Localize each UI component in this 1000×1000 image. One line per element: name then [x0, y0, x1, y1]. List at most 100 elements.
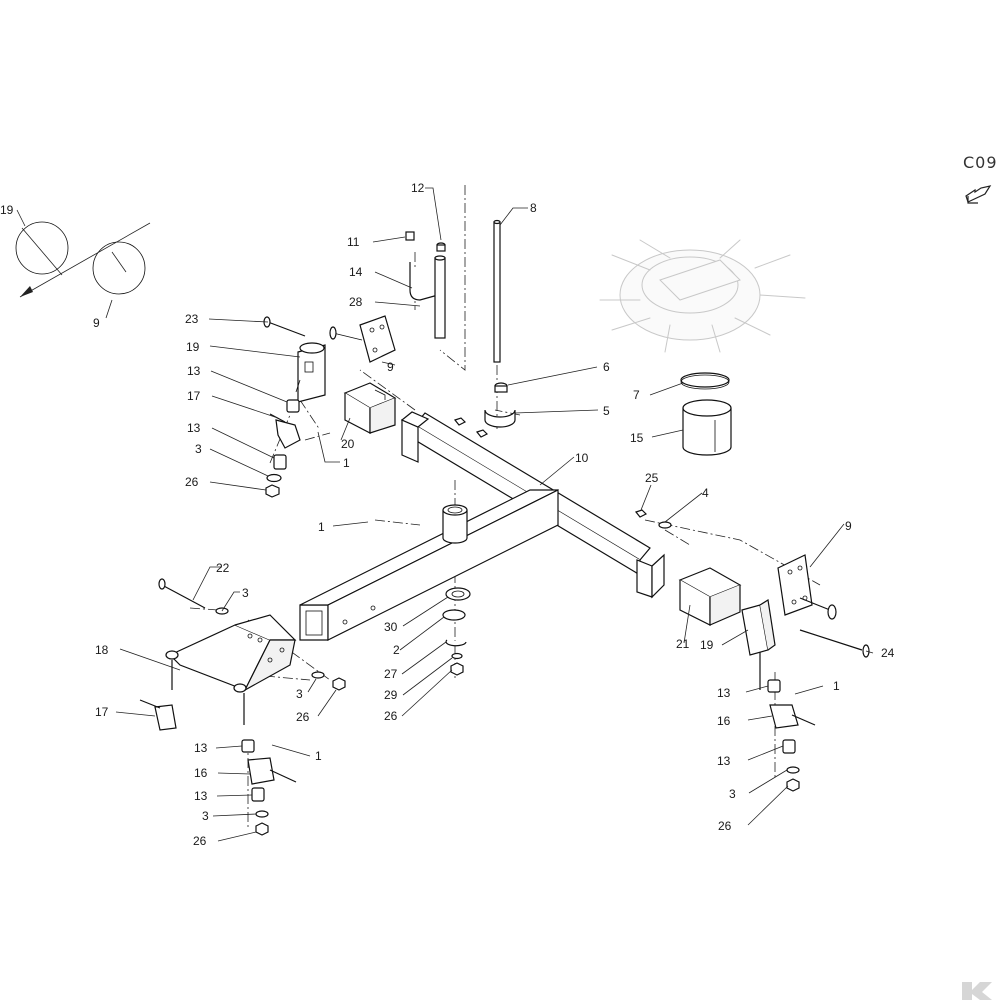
bolt-part-23[interactable] [263, 316, 306, 337]
washer-part-3-upper-left[interactable] [266, 473, 282, 483]
inset-arrow-icon [20, 286, 33, 297]
callout-24: 24 [881, 646, 895, 660]
inset-label-19: 19 [0, 203, 14, 217]
callout-9-upper: 9 [387, 360, 394, 374]
callout-11: 11 [347, 235, 360, 249]
stub-axle-part-17-upper[interactable] [269, 413, 301, 449]
bushing-part-13-right-lower[interactable] [782, 739, 796, 754]
bolt-part-22[interactable] [158, 578, 206, 609]
inset-label-9: 9 [93, 316, 100, 330]
callout-22: 22 [216, 561, 230, 575]
bracket-part-21[interactable] [678, 567, 742, 626]
arrow-icon[interactable] [965, 185, 992, 204]
callout-20: 20 [341, 437, 355, 451]
nut-part-26-beam[interactable] [332, 677, 346, 691]
callout-25: 25 [645, 471, 659, 485]
tube-part-28[interactable] [434, 255, 446, 339]
bearing-part-30[interactable] [445, 587, 471, 601]
main-frame-part-10[interactable] [299, 411, 665, 641]
callout-15: 15 [630, 431, 644, 445]
callout-17-upper: 17 [187, 389, 201, 403]
callout-13-right-a: 13 [717, 686, 731, 700]
callout-3-beam-side: 3 [296, 687, 303, 701]
inset-circle-left [15, 221, 69, 275]
brand-logo [962, 982, 992, 1000]
nut-part-25[interactable] [634, 509, 648, 518]
nut-part-26-lower-left[interactable] [255, 822, 269, 836]
leader-lines [115, 187, 874, 842]
callout-14: 14 [349, 265, 363, 279]
bushing-part-13-lower-left-b[interactable] [251, 787, 265, 802]
callout-13-upper: 13 [187, 364, 201, 378]
washer-part-4[interactable] [658, 521, 672, 529]
callout-13-right-b: 13 [717, 754, 731, 768]
callout-8: 8 [530, 201, 537, 215]
bushing-part-13-upper-left[interactable] [286, 399, 300, 413]
inset-circle-right [92, 241, 146, 295]
washer-part-3-beam-side[interactable] [311, 671, 325, 679]
callout-30: 30 [384, 620, 398, 634]
spindle-bracket-part-19-left[interactable] [295, 342, 326, 403]
callout-1-center: 1 [318, 520, 325, 534]
callout-2: 2 [393, 643, 400, 657]
bushing-part-13-right-upper[interactable] [767, 679, 781, 693]
nut-part-26-center[interactable] [450, 662, 464, 676]
callout-16-left: 16 [194, 766, 208, 780]
bushing-part-13-left-lower[interactable] [273, 454, 287, 470]
cap-part-12[interactable] [436, 242, 446, 252]
lever-part-14[interactable] [409, 262, 439, 301]
nut-part-26-right[interactable] [786, 778, 800, 792]
callout-10: 10 [575, 451, 589, 465]
callout-labels: 19 9 12 8 11 14 28 23 19 13 17 13 3 26 9… [0, 181, 895, 848]
callout-5: 5 [603, 404, 610, 418]
callout-3-right: 3 [729, 787, 736, 801]
bolt-part-24[interactable] [799, 629, 870, 658]
axle-beam-part-18[interactable] [165, 614, 297, 725]
stub-axle-part-17-lower[interactable] [139, 699, 177, 731]
callout-26-right: 26 [718, 819, 732, 833]
stub-axle-part-16-right[interactable] [769, 704, 816, 729]
callout-26-lower: 26 [193, 834, 207, 848]
callout-18: 18 [95, 643, 109, 657]
sleeve-part-15[interactable] [682, 399, 732, 456]
washer-part-3-right[interactable] [786, 766, 800, 774]
cap-part-11[interactable] [405, 231, 415, 241]
bracket-part-20[interactable] [343, 382, 397, 434]
bushing-part-13-lower-left-a[interactable] [241, 739, 255, 753]
mounting-plate-part-9-right[interactable] [777, 554, 837, 620]
mounting-plate-part-9-left[interactable] [329, 315, 396, 363]
rod-part-8[interactable] [493, 219, 501, 363]
nut-part-6[interactable] [494, 382, 508, 393]
nuts-near-frame [453, 417, 489, 438]
callout-26-beam: 26 [296, 710, 310, 724]
callout-19-upper: 19 [186, 340, 200, 354]
callout-3-beam-top: 3 [242, 586, 249, 600]
callout-1-lower: 1 [315, 749, 322, 763]
callout-13-lower-b: 13 [194, 789, 208, 803]
callout-28: 28 [349, 295, 363, 309]
callout-4: 4 [702, 486, 709, 500]
callout-13-lower-a: 13 [194, 741, 208, 755]
clamp-part-5[interactable] [484, 409, 516, 428]
ring-part-2[interactable] [442, 609, 466, 621]
callout-3-lower: 3 [202, 809, 209, 823]
callout-17-lower: 17 [95, 705, 109, 719]
washer-part-3-lower-left[interactable] [255, 810, 269, 818]
callout-16-right: 16 [717, 714, 731, 728]
orientation-inset [15, 209, 151, 319]
sheet-code: C09 [963, 153, 998, 172]
callout-26-center: 26 [384, 709, 398, 723]
spindle-bracket-part-19-right[interactable] [741, 599, 776, 690]
clamp-part-7[interactable] [680, 372, 730, 390]
nut-part-26-upper-left[interactable] [265, 484, 280, 498]
callout-6: 6 [603, 360, 610, 374]
callout-12: 12 [411, 181, 425, 195]
callout-1-right: 1 [833, 679, 840, 693]
circlip-part-27[interactable] [445, 639, 467, 647]
callout-29: 29 [384, 688, 398, 702]
stub-axle-part-16-left[interactable] [247, 757, 297, 785]
callout-7: 7 [633, 388, 640, 402]
washer-part-29[interactable] [451, 652, 463, 660]
